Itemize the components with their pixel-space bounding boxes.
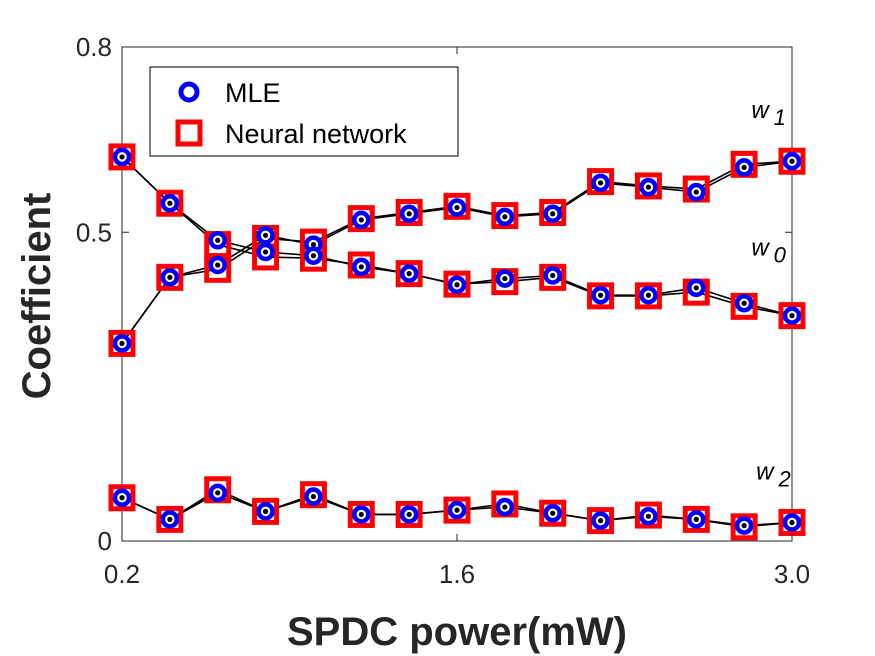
mle-point-center	[693, 285, 699, 291]
mle-point-center	[550, 272, 556, 279]
mle-point-center	[215, 237, 221, 243]
mle-point-center	[645, 513, 652, 519]
mle-point-center	[741, 164, 747, 171]
mle-point-center	[406, 271, 412, 277]
neural-network-point	[347, 500, 375, 528]
neural-network-point	[395, 198, 423, 226]
mle-point-center	[789, 158, 795, 164]
mle-point-center	[454, 282, 460, 288]
mle-point-center	[167, 516, 173, 522]
neural-network-point	[539, 499, 567, 527]
y-tick-label: 0	[98, 526, 112, 556]
legend-label-mle: MLE	[225, 78, 281, 108]
mle-point-center	[454, 204, 460, 211]
mle-point-center	[597, 518, 604, 524]
neural-network-point	[634, 172, 662, 200]
mle-point-center	[310, 253, 317, 259]
neural-network-point	[156, 263, 184, 291]
mle-point-center	[789, 313, 795, 319]
series-lines	[121, 156, 793, 528]
y-axis-title: Coefficient	[15, 193, 59, 400]
neural-network-point	[347, 205, 375, 233]
neural-network-point	[587, 168, 615, 196]
neural-network-point	[443, 270, 471, 298]
legend-mle-marker	[178, 81, 200, 103]
mle-point-center	[454, 507, 460, 513]
mle-point-center	[119, 154, 125, 160]
mle-point-center	[262, 249, 269, 255]
neural-network-point	[634, 282, 662, 310]
mle-point-center	[167, 200, 173, 206]
neural-network-point	[491, 202, 519, 230]
mle-point-center	[550, 510, 556, 516]
mle-point-center	[645, 184, 652, 190]
legend-nn-marker	[175, 119, 203, 147]
mle-point-center	[645, 292, 652, 298]
x-tick-label: 3.0	[774, 559, 810, 589]
mle-point-center	[262, 508, 269, 514]
neural-network-point	[108, 484, 136, 512]
mle-point-center	[406, 511, 412, 518]
mle-point-center	[502, 504, 508, 510]
x-tick-label: 0.2	[104, 559, 140, 589]
mle-point-center	[741, 300, 747, 306]
legend: MLE Neural network	[149, 66, 459, 157]
mle-point-center	[119, 495, 125, 501]
neural-network-point	[587, 507, 615, 535]
y-tick-label: 0.5	[76, 217, 112, 247]
mle-point-center	[597, 180, 604, 186]
neural-network-point	[108, 143, 136, 171]
neural-network-point	[778, 302, 806, 330]
mle-point-center	[310, 493, 317, 500]
x-tick-label: 1.6	[439, 559, 475, 589]
mle-point-center	[215, 490, 221, 496]
axis-ticks: 0.2 1.6 3.0 0 0.5 0.8	[76, 32, 810, 589]
neural-network-point	[443, 192, 471, 220]
mle-point-center	[741, 522, 747, 529]
neural-network-point	[539, 198, 567, 226]
mle-point-center	[693, 189, 699, 195]
neural-network-point	[634, 501, 662, 529]
neural-network-point	[778, 508, 806, 536]
mle-point-center	[502, 214, 508, 220]
neural-network-point	[730, 513, 758, 541]
neural-network-point	[108, 329, 136, 357]
neural-network-point	[682, 505, 710, 533]
neural-network-point	[395, 500, 423, 528]
neural-network-point	[587, 282, 615, 310]
mle-point-center	[358, 511, 364, 518]
mle-point-center	[406, 211, 412, 217]
neural-network-point	[395, 260, 423, 288]
mle-point-center	[693, 516, 699, 522]
mle-point-center	[502, 275, 508, 282]
mle-point-center	[215, 262, 221, 268]
mle-markers	[112, 147, 802, 535]
legend-label-neural-network: Neural network	[225, 119, 407, 149]
mle-point-center	[310, 242, 317, 248]
mle-point-center	[358, 264, 364, 270]
mle-point-center	[119, 340, 125, 346]
neural-network-point	[156, 505, 184, 533]
neural-network-point	[778, 147, 806, 175]
x-axis-title: SPDC power(mW)	[287, 610, 627, 654]
neural-network-point	[252, 497, 280, 525]
mle-point-center	[550, 211, 556, 217]
mle-point-center	[167, 274, 173, 280]
mle-point-center	[597, 292, 604, 298]
mle-point-center	[789, 519, 795, 526]
neural-network-point	[443, 496, 471, 524]
mle-point-center	[262, 232, 269, 238]
y-tick-label: 0.8	[76, 32, 112, 62]
mle-point-center	[358, 217, 364, 223]
neural-network-point	[156, 189, 184, 217]
